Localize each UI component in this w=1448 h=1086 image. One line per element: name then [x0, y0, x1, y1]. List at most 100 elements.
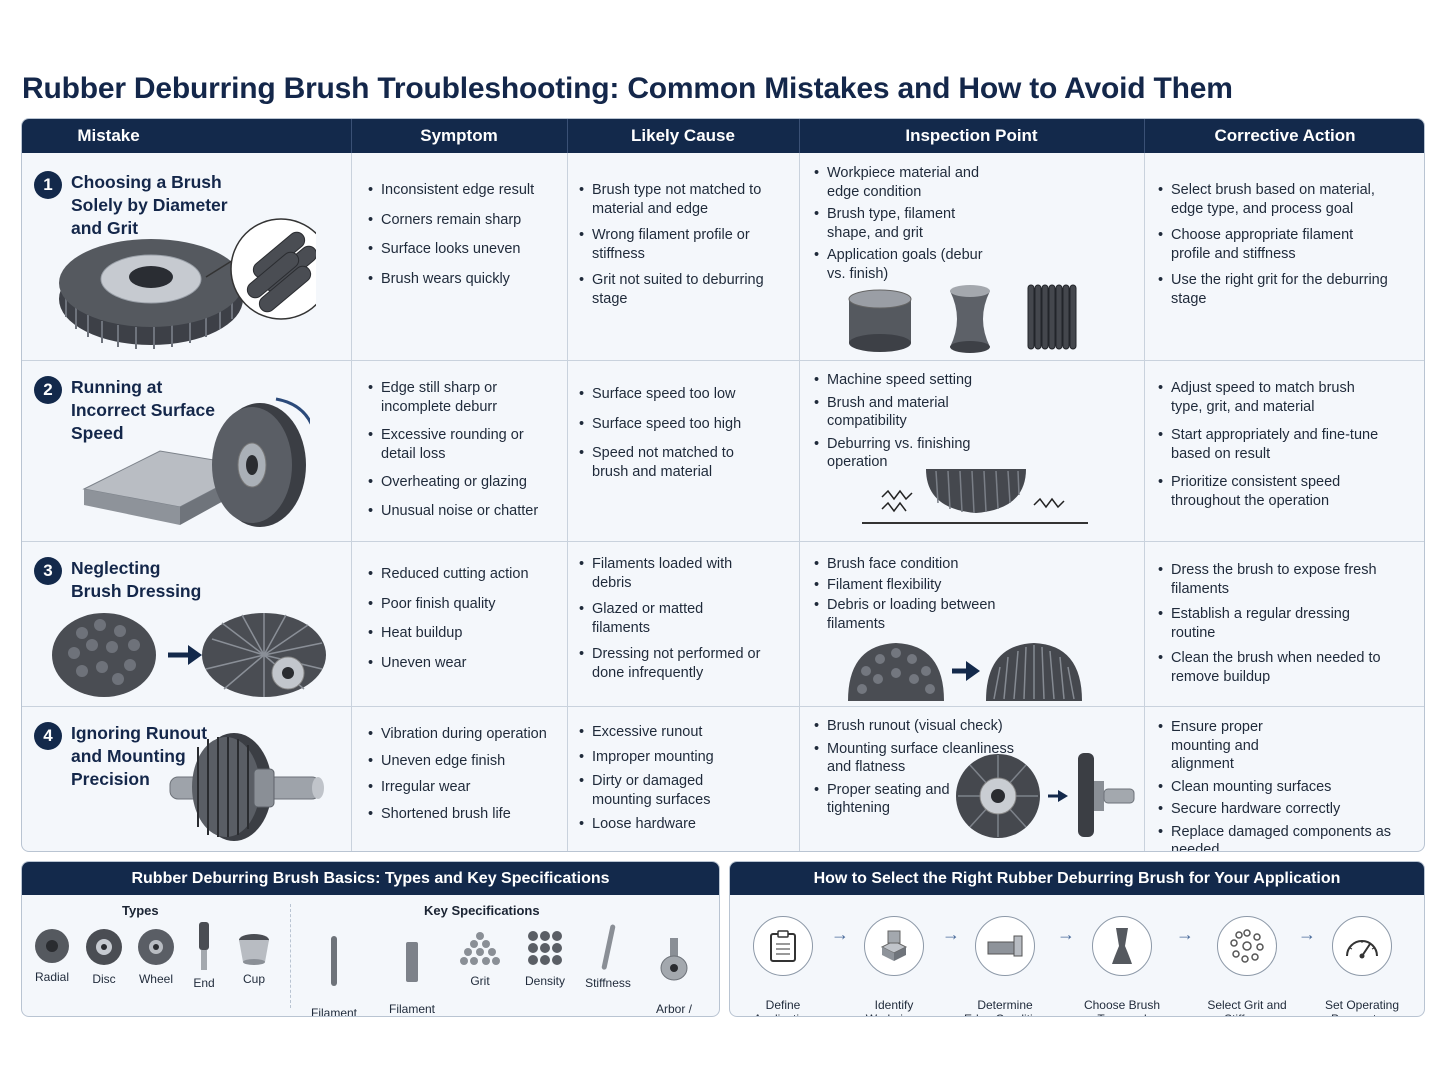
arbor-mount-icon — [660, 938, 688, 981]
step-label: Choose Brush Type and Filament — [1083, 998, 1161, 1016]
cause-item: Dressing not performed or done infrequen… — [579, 645, 764, 682]
inspection-item: Mounting surface cleanliness and flatnes… — [814, 740, 1019, 777]
type-cup: Cup — [234, 932, 274, 986]
symptom-item: Overheating or glazing — [368, 473, 558, 492]
runout-mounting-illustration — [169, 733, 324, 841]
step-label: Set Operating Parameters — [1324, 998, 1400, 1016]
step-label: Define Application — [754, 998, 813, 1016]
row-1-inspection: Workpiece material and edge condition Br… — [814, 164, 989, 283]
brush-dressing-illustration — [52, 613, 326, 697]
step-label: Determine Edge Condition — [964, 998, 1046, 1016]
spec-filament-shape: Filament Shape — [384, 928, 440, 1016]
action-item: Secure hardware correctly — [1158, 800, 1398, 819]
radial-brush-closeup-illustration — [59, 218, 316, 349]
spec-density: Density — [522, 928, 568, 988]
type-label: Radial — [34, 970, 70, 984]
type-disc: Disc — [82, 928, 126, 986]
symptom-item: Corners remain sharp — [368, 211, 558, 230]
action-item: Clean the brush when needed to remove bu… — [1158, 649, 1388, 686]
symptom-item: Uneven edge finish — [368, 752, 558, 771]
type-label: Wheel — [138, 972, 173, 986]
type-end: End — [184, 922, 224, 990]
grit-particles-icon — [1230, 929, 1264, 963]
row-4-actions: Ensure proper mounting and alignment Cle… — [1158, 718, 1398, 851]
symptom-item: Heat buildup — [368, 624, 558, 643]
filament-shape-icon — [406, 942, 418, 982]
row-2-symptoms: Edge still sharp or incomplete deburr Ex… — [368, 379, 558, 520]
arrow-right-icon: → — [1176, 924, 1194, 944]
spec-label: Filament Material — [310, 1006, 357, 1017]
header-likely-cause: Likely Cause — [631, 126, 735, 145]
brush-basics-panel: Rubber Deburring Brush Basics: Types and… — [21, 861, 720, 1017]
arrow-right-icon: → — [942, 924, 960, 944]
troubleshooting-table: Mistake Symptom Likely Cause Inspection … — [21, 118, 1425, 852]
inspection-item: Debris or loading between filaments — [814, 596, 1004, 633]
symptom-item: Excessive rounding or detail loss — [368, 426, 558, 463]
grit-icon — [460, 932, 500, 965]
step-determine-edge: Determine Edge Condition — [945, 902, 1065, 1016]
spec-stiffness: Stiffness — [582, 924, 634, 990]
surface-speed-illustration — [82, 397, 310, 527]
header-symptom: Symptom — [420, 126, 498, 145]
spec-label: Stiffness — [585, 976, 631, 990]
type-label: Disc — [92, 972, 116, 986]
type-label: Cup — [242, 972, 265, 986]
spec-label: Density — [524, 974, 565, 988]
type-wheel: Wheel — [134, 928, 178, 986]
header-inspection-point: Inspection Point — [905, 126, 1038, 145]
symptom-item: Reduced cutting action — [368, 565, 558, 584]
row-4-inspection: Brush runout (visual check) Mounting sur… — [814, 717, 1019, 818]
row-number-badge: 1 — [34, 171, 62, 199]
inspection-item: Proper seating and tightening — [814, 781, 954, 818]
density-icon — [528, 931, 562, 965]
stiffness-icon — [601, 924, 616, 970]
wheel-brush-icon — [138, 929, 174, 965]
row-3-inspection: Brush face condition Filament flexibilit… — [814, 555, 1004, 633]
filament-rod-icon — [331, 936, 337, 986]
inspection-item: Brush type, filament shape, and grit — [814, 205, 989, 242]
cause-item: Improper mounting — [579, 748, 764, 767]
arrow-right-icon: → — [1298, 924, 1316, 944]
row-3-symptoms: Reduced cutting action Poor finish quali… — [368, 565, 558, 672]
row-1-actions: Select brush based on material, edge typ… — [1158, 181, 1388, 308]
mistake-title: Ignoring Runout and Mounting Precision — [71, 723, 208, 789]
action-item: Start appropriately and fine-tune based … — [1158, 426, 1388, 463]
gauge-icon — [1346, 940, 1378, 959]
step-define-application: Define Application — [730, 902, 843, 1016]
cause-item: Surface speed too high — [579, 415, 764, 434]
row-2-actions: Adjust speed to match brush type, grit, … — [1158, 379, 1388, 510]
action-item: Ensure proper mounting and alignment — [1158, 718, 1308, 774]
symptom-item: Inconsistent edge result — [368, 181, 558, 200]
symptom-item: Uneven wear — [368, 654, 558, 673]
row-1-symptoms: Inconsistent edge result Corners remain … — [368, 181, 558, 288]
header-mistake: Mistake — [77, 126, 140, 145]
inspection-item: Brush runout (visual check) — [814, 717, 1019, 736]
cause-item: Loose hardware — [579, 815, 764, 834]
radial-brush-icon — [35, 929, 69, 963]
action-item: Use the right grit for the deburring sta… — [1158, 271, 1388, 308]
dressing-before-after-illustration — [848, 643, 1082, 701]
key-specs-label: Key Specifications — [424, 903, 540, 918]
mistake-title: Choosing a Brush Solely by Diameter and … — [71, 172, 228, 238]
action-item: Dress the brush to expose fresh filament… — [1158, 561, 1388, 598]
symptom-item: Irregular wear — [368, 778, 558, 797]
mistake-title: Running at Incorrect Surface Speed — [71, 377, 215, 443]
types-label: Types — [122, 903, 159, 918]
selection-guide-panel: How to Select the Right Rubber Deburring… — [729, 861, 1425, 1017]
inspection-item: Brush face condition — [814, 555, 1004, 574]
inspection-item: Brush and material compatibility — [814, 394, 1004, 431]
step-select-grit: Select Grit and Stiffness — [1187, 902, 1307, 1016]
inspection-item: Deburring vs. finishing operation — [814, 435, 1004, 472]
cause-item: Surface speed too low — [579, 385, 764, 404]
header-corrective-action: Corrective Action — [1214, 126, 1356, 145]
action-item: Establish a regular dressing routine — [1158, 605, 1388, 642]
type-radial: Radial — [30, 928, 74, 984]
symptom-item: Surface looks uneven — [368, 240, 558, 259]
spec-arbor-mount: Arbor / Mount — [648, 924, 700, 1016]
row-4-causes: Excessive runout Improper mounting Dirty… — [579, 723, 764, 834]
arrow-right-icon: → — [831, 924, 849, 944]
action-item: Choose appropriate filament profile and … — [1158, 226, 1388, 263]
page-title: Rubber Deburring Brush Troubleshooting: … — [22, 72, 1233, 105]
inspection-item: Application goals (debur vs. finish) — [814, 246, 989, 283]
symptom-item: Shortened brush life — [368, 805, 558, 824]
